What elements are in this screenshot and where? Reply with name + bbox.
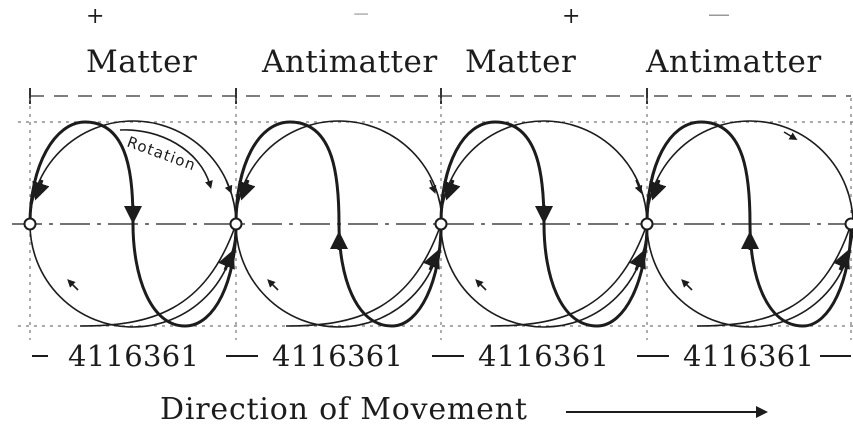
segment-sign-3: + xyxy=(562,4,581,29)
segment-sign-4: — xyxy=(708,2,730,27)
segment-label-antimatter-2: Antimatter xyxy=(646,44,822,80)
segment-label-matter-1: Matter xyxy=(86,44,198,80)
boundary-lines xyxy=(18,121,853,327)
segment-label-antimatter-1: Antimatter xyxy=(262,44,438,80)
segment-label-matter-2: Matter xyxy=(465,44,577,80)
node xyxy=(434,217,448,231)
segment-width-label-3: 4116361 xyxy=(478,339,610,373)
orbit-arrows xyxy=(67,131,798,291)
direction-caption: Direction of Movement xyxy=(160,392,528,427)
rotation-arc xyxy=(119,129,213,189)
node xyxy=(640,217,654,231)
segment-width-label-2: 4116361 xyxy=(272,339,404,373)
node xyxy=(844,217,853,231)
segment-sign-2: − xyxy=(352,2,371,27)
return-traces xyxy=(79,223,852,327)
rotation-label: Rotation xyxy=(125,133,199,175)
wave-arrows xyxy=(32,179,850,271)
top-dimension-ticks xyxy=(29,88,648,104)
segment-sign-1: + xyxy=(86,4,105,29)
node xyxy=(229,217,243,231)
crossing-nodes xyxy=(23,217,853,231)
node xyxy=(23,217,37,231)
segment-width-label-1: 4116361 xyxy=(68,339,200,373)
segment-width-label-4: 4116361 xyxy=(683,339,815,373)
